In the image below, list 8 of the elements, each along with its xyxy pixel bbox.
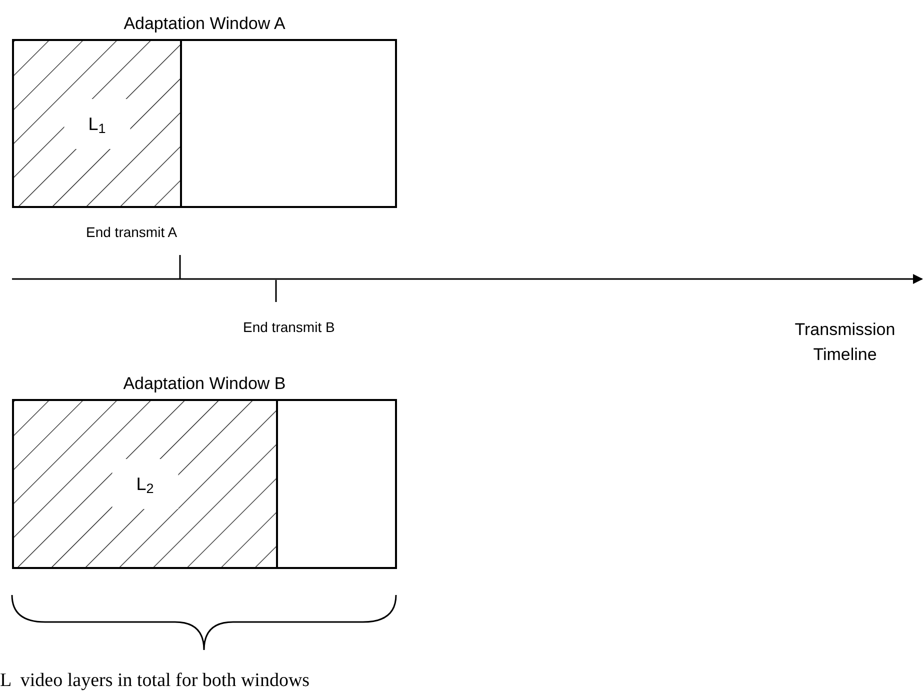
window-title: Adaptation Window B	[122, 373, 287, 395]
text-label: L video layers in total for both windows	[0, 669, 311, 693]
layer-label: L$_{1}$	[64, 98, 130, 148]
text-label: End transmit A	[86, 223, 178, 242]
text-label: Transmission Timeline	[794, 319, 896, 366]
layer-label: L$_{2}$	[112, 459, 178, 509]
text-label: End transmit B	[243, 318, 336, 337]
window-title: Adaptation Window A	[122, 13, 286, 35]
